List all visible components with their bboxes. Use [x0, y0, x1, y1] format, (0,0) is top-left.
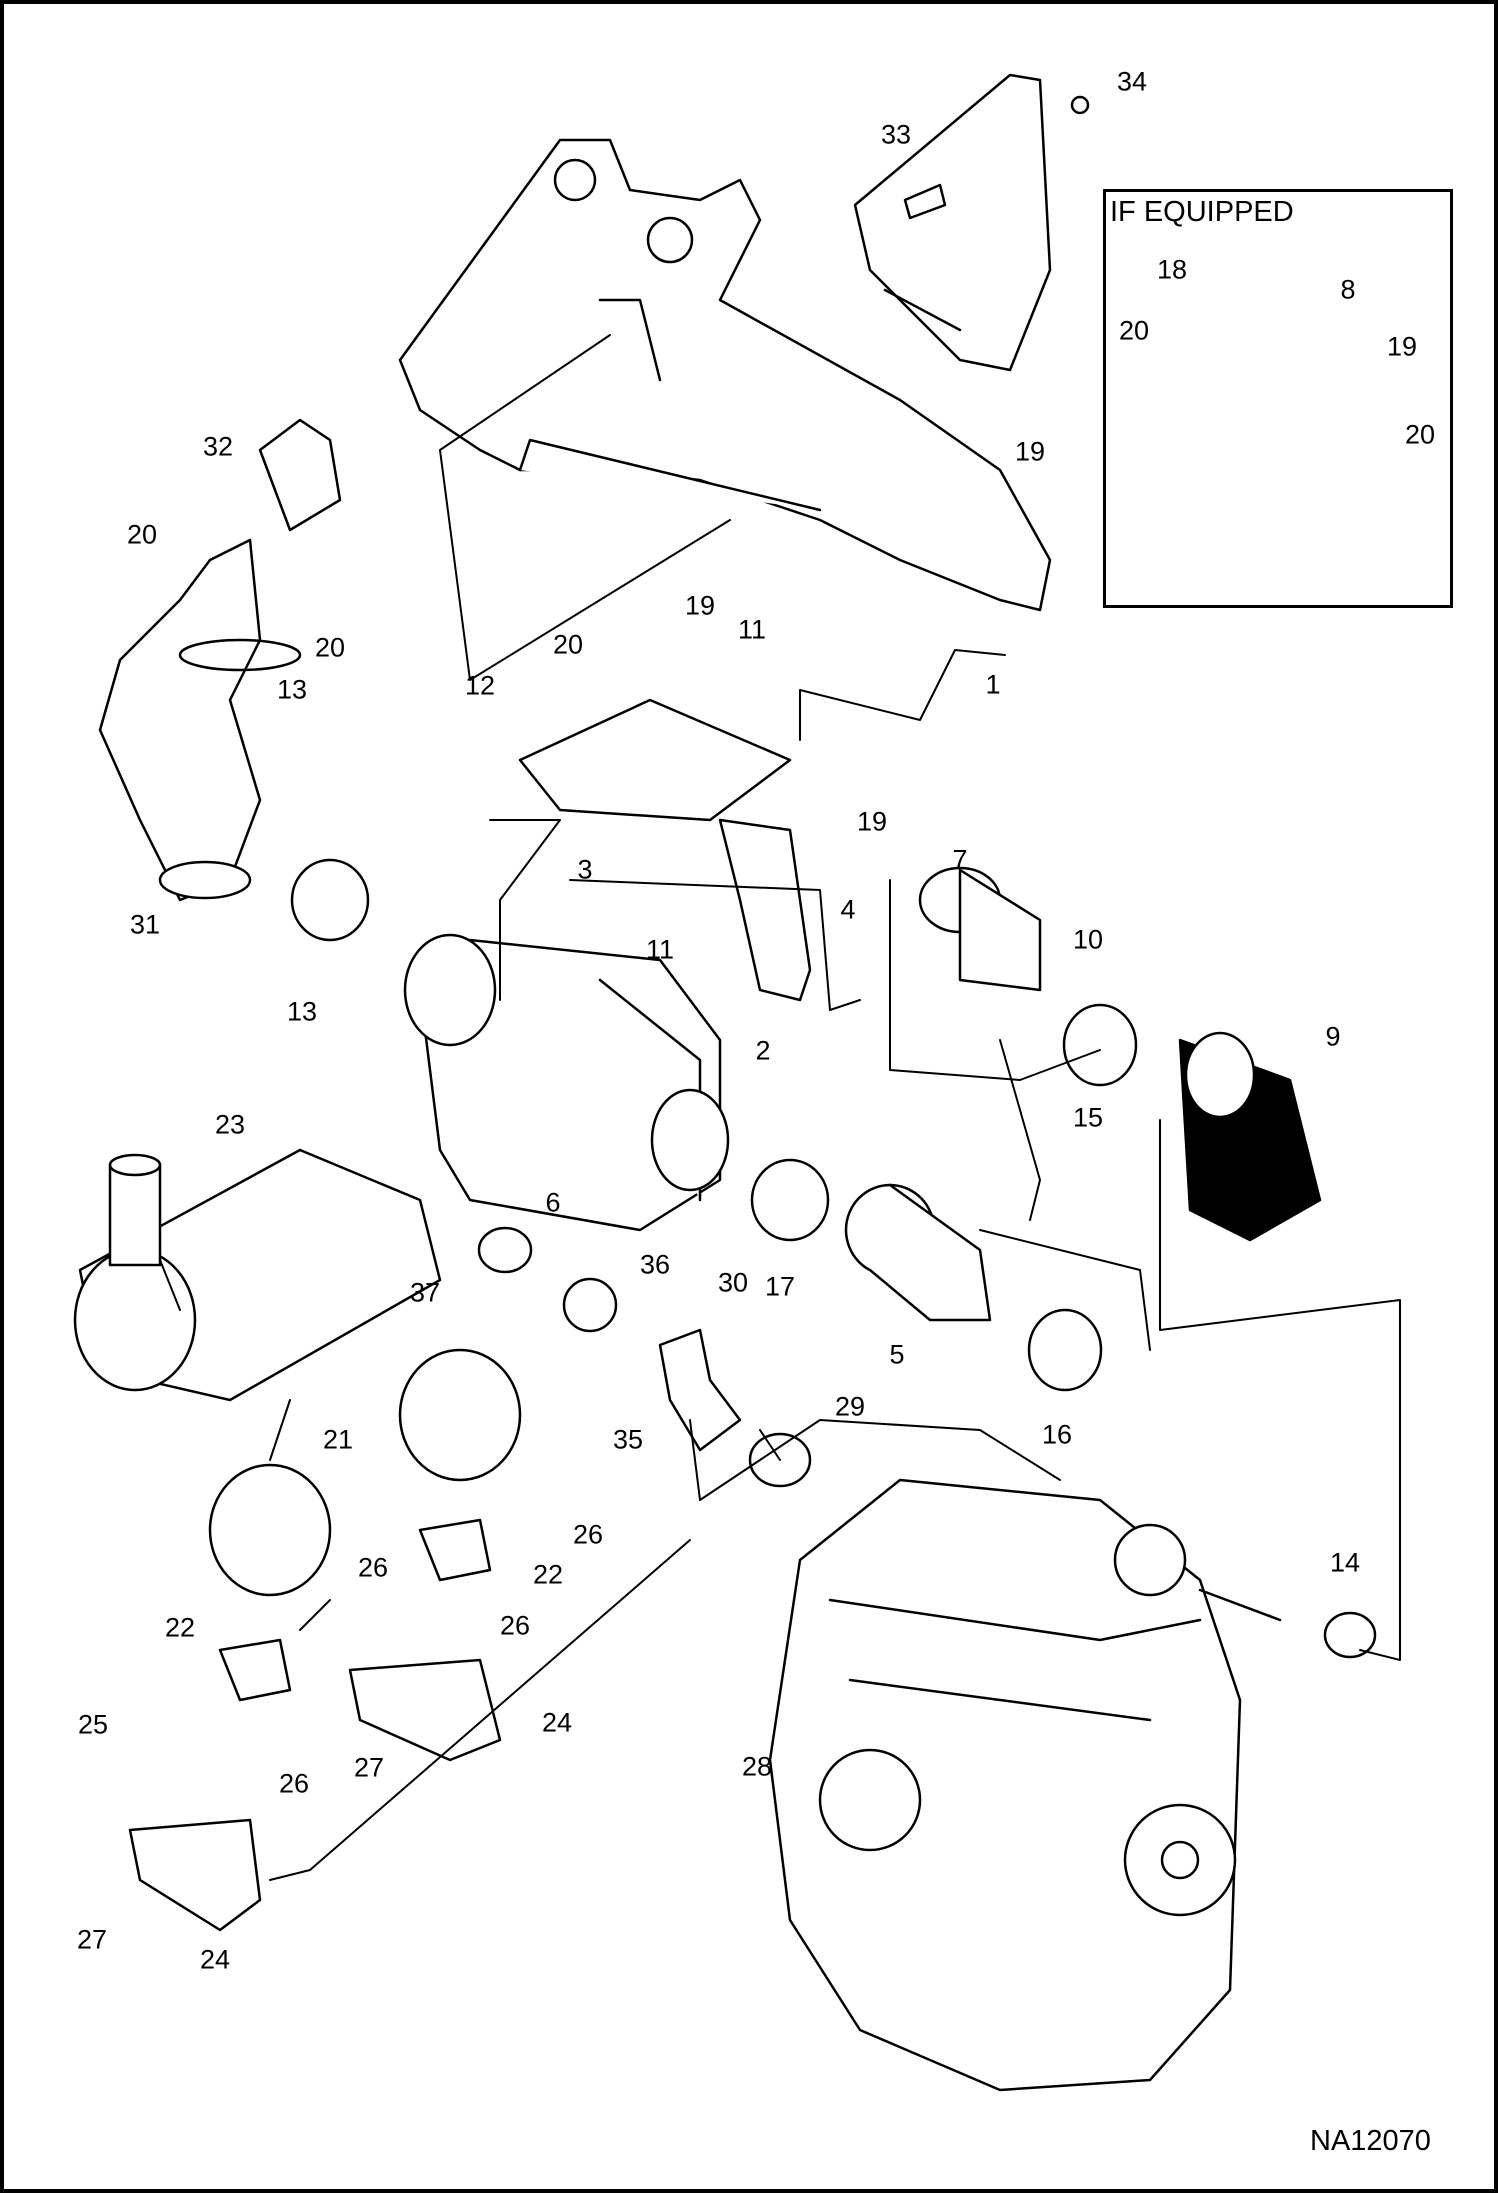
callout-19-a: 19: [1014, 436, 1046, 467]
callout-1: 1: [985, 669, 1001, 700]
callout-20-inset-a: 20: [1118, 315, 1150, 346]
bracket-part-4: [718, 818, 812, 1002]
clamp-37-part: [477, 1226, 533, 1274]
callout-28: 28: [741, 1751, 773, 1782]
callout-21: 21: [322, 1424, 354, 1455]
callout-19-c: 19: [856, 806, 888, 837]
callout-20-a: 20: [126, 519, 158, 550]
callout-11-a: 11: [737, 614, 767, 645]
callout-17: 17: [764, 1271, 796, 1302]
bracket-22-left-part: [218, 1638, 292, 1702]
diagram-id-label: NA12070: [1310, 2125, 1431, 2157]
callout-15: 15: [1072, 1102, 1104, 1133]
callout-31: 31: [129, 909, 161, 940]
callout-33: 33: [880, 119, 912, 150]
callout-34: 34: [1116, 66, 1148, 97]
hose-opening: [1184, 1031, 1256, 1119]
gasket-29-part: [748, 1432, 812, 1488]
clamp-13-part: [290, 858, 370, 942]
callout-37: 37: [409, 1277, 441, 1308]
callout-23: 23: [214, 1109, 246, 1140]
if-equipped-inset: [1103, 189, 1453, 608]
callout-20-b: 20: [314, 632, 346, 663]
bracket-24-right-part: [348, 1658, 502, 1762]
callout-2: 2: [755, 1035, 771, 1066]
engine-part: [768, 1478, 1282, 2092]
callout-19-inset: 19: [1386, 331, 1418, 362]
air-cleaner-part: [403, 933, 730, 1232]
clamp-15-part: [1062, 1003, 1138, 1087]
elbow-35-part: [658, 1328, 742, 1452]
callout-26-d: 26: [278, 1768, 310, 1799]
gasket-13-part: [178, 638, 302, 672]
callout-13-a: 13: [276, 674, 308, 705]
leader-lines: [159, 334, 1401, 1881]
clamp-16-part: [1027, 1308, 1103, 1392]
callout-26-c: 26: [499, 1610, 531, 1641]
callout-29: 29: [834, 1391, 866, 1422]
callout-4: 4: [840, 894, 856, 925]
bracket-22-right-part: [418, 1518, 492, 1582]
frame-bracket-part: [398, 138, 1052, 612]
callout-5: 5: [889, 1339, 905, 1370]
callout-22-a: 22: [532, 1559, 564, 1590]
callout-36: 36: [639, 1249, 671, 1280]
callout-30: 30: [717, 1267, 749, 1298]
callout-22-b: 22: [164, 1612, 196, 1643]
callout-20-c: 20: [552, 629, 584, 660]
callout-19-b: 19: [684, 590, 716, 621]
clamp-14-part: [1323, 1611, 1377, 1659]
callout-9: 9: [1325, 1021, 1341, 1052]
callout-14: 14: [1329, 1547, 1361, 1578]
callout-13-b: 13: [286, 996, 318, 1027]
callout-25: 25: [77, 1709, 109, 1740]
callout-16: 16: [1041, 1419, 1073, 1450]
callout-24-a: 24: [541, 1707, 573, 1738]
callout-18: 18: [1156, 254, 1188, 285]
callout-12: 12: [464, 670, 496, 701]
upper-bracket-part: [853, 73, 1052, 372]
fitting-36-part: [562, 1277, 618, 1333]
callout-26-b: 26: [357, 1552, 389, 1583]
callout-3: 3: [577, 854, 593, 885]
callout-10: 10: [1072, 924, 1104, 955]
callout-24-b: 24: [199, 1944, 231, 1975]
callout-27-b: 27: [76, 1924, 108, 1955]
callout-32: 32: [202, 431, 234, 462]
intake-hose-part: [98, 418, 342, 902]
callout-27-a: 27: [353, 1752, 385, 1783]
turbo-fitting-part: [918, 866, 1042, 992]
clamp-21-upper-part: [398, 1348, 522, 1482]
clamp-17-part: [750, 1158, 830, 1242]
callout-6: 6: [545, 1187, 561, 1218]
callout-7: 7: [952, 844, 968, 875]
bracket-24-left-part: [128, 1818, 262, 1932]
plug-part: [1070, 95, 1090, 115]
callout-20-inset-b: 20: [1404, 419, 1436, 450]
callout-35: 35: [612, 1424, 644, 1455]
clamp-21-lower-part: [208, 1463, 332, 1597]
callout-26-a: 26: [572, 1519, 604, 1550]
tube-part-5: [844, 1183, 992, 1322]
callout-8: 8: [1340, 274, 1356, 305]
callout-11-b: 11: [645, 934, 675, 965]
mounting-plate-part: [518, 698, 792, 822]
muffler-part: [73, 1148, 442, 1402]
inset-title: IF EQUIPPED: [1110, 196, 1294, 228]
